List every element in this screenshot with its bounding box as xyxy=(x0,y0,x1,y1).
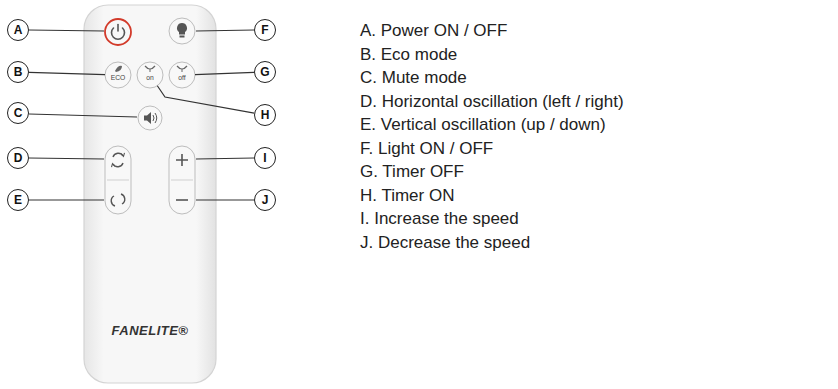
remote-button: ECO xyxy=(105,62,131,88)
button-text: off xyxy=(169,75,195,82)
remote-button: on xyxy=(137,62,163,88)
button-text: ECO xyxy=(105,75,131,82)
legend-item: I. Increase the speed xyxy=(360,210,519,229)
timer-icon xyxy=(150,69,151,72)
callout-letter: A xyxy=(14,24,23,36)
power-icon xyxy=(117,25,119,32)
leader-line xyxy=(29,114,137,117)
legend-item: A. Power ON / OFF xyxy=(360,22,507,41)
legend-item: J. Decrease the speed xyxy=(360,234,530,253)
legend-item: B. Eco mode xyxy=(360,46,457,65)
leaf-icon xyxy=(115,66,122,72)
light-button xyxy=(169,18,195,44)
speaker-icon xyxy=(153,113,157,123)
callout-circle: F xyxy=(254,19,276,41)
leader-line xyxy=(195,72,254,74)
leader-line xyxy=(196,30,254,31)
callout-letter: H xyxy=(261,109,270,121)
callout-letter: I xyxy=(263,152,266,164)
mute-button xyxy=(138,106,162,130)
callout-circle: I xyxy=(254,147,276,169)
speed-pill xyxy=(169,146,195,214)
legend-item: E. Vertical oscillation (up / down) xyxy=(360,116,606,135)
callout-circle: A xyxy=(7,19,29,41)
plus-icon xyxy=(176,154,188,166)
remote-body xyxy=(84,5,216,383)
horizontal-oscillation-icon xyxy=(113,153,123,167)
callout-circle: C xyxy=(7,102,29,124)
remote-control: FANELITE® ECO onoff xyxy=(84,5,216,383)
callout-letter: B xyxy=(14,66,23,78)
brand-name: FANELITE® xyxy=(84,323,216,338)
timer-icon xyxy=(145,66,155,69)
minus-icon xyxy=(176,199,188,201)
callout-circle: G xyxy=(254,61,276,83)
legend-item: C. Mute mode xyxy=(360,69,467,88)
legend-item: H. Timer ON xyxy=(360,187,454,206)
callout-letter: J xyxy=(262,194,269,206)
legend-item: F. Light ON / OFF xyxy=(360,140,493,159)
callout-letter: D xyxy=(14,152,23,164)
timer-icon xyxy=(182,69,183,72)
callout-circle: B xyxy=(7,61,29,83)
timer-off-button xyxy=(169,62,195,88)
eco-button xyxy=(105,62,131,88)
timer-icon xyxy=(177,66,187,69)
leader-line xyxy=(196,158,254,159)
leader-line xyxy=(29,199,104,200)
bulb-icon xyxy=(180,36,185,38)
callout-letter: F xyxy=(261,24,268,36)
leader-line xyxy=(29,30,104,31)
pill-divider xyxy=(107,180,129,181)
legend-item: G. Timer OFF xyxy=(360,163,464,182)
callout-circle: J xyxy=(254,189,276,211)
callout-circle: H xyxy=(254,104,276,126)
vertical-oscillation-icon xyxy=(111,194,125,206)
speaker-icon xyxy=(144,112,151,124)
remote-button: off xyxy=(169,62,195,88)
power-button xyxy=(105,19,131,45)
pill-divider xyxy=(171,180,193,181)
leader-line xyxy=(196,199,254,200)
oscillation-pill xyxy=(105,146,131,214)
leader-line xyxy=(29,158,104,159)
horizontal-oscillation-icon xyxy=(112,153,125,167)
bulb-icon xyxy=(177,23,187,35)
button-text: on xyxy=(137,75,163,82)
leader-line xyxy=(29,72,105,74)
callout-circle: D xyxy=(7,147,29,169)
timer-on-button xyxy=(137,62,163,88)
leader-line xyxy=(157,86,254,113)
callout-circle: E xyxy=(7,189,29,211)
legend-item: D. Horizontal oscillation (left / right) xyxy=(360,93,624,112)
callout-letter: E xyxy=(14,194,22,206)
callout-letter: G xyxy=(260,66,269,78)
callout-letter: C xyxy=(14,107,23,119)
